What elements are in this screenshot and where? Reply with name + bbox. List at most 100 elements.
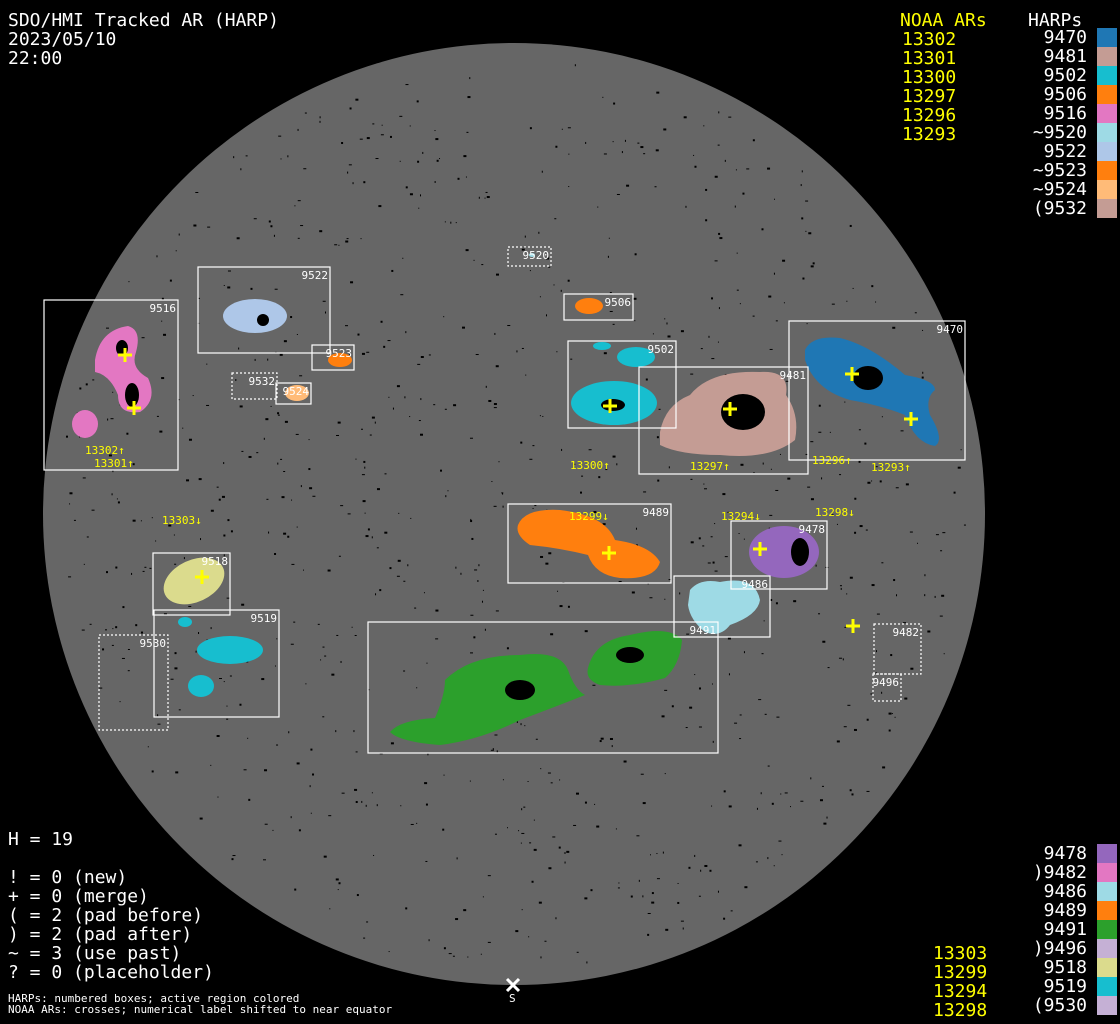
- harp-number: (9530: [1032, 995, 1087, 1016]
- harp-legend-item: 9481: [1044, 47, 1117, 66]
- harp-box-9518: [152, 552, 231, 616]
- noaa-ar-number: 13300: [902, 67, 957, 88]
- noaa-ar-number: 13294: [933, 981, 988, 1002]
- region-9470: [805, 337, 939, 446]
- region-9502b: [617, 347, 655, 367]
- harp-box-label: 9491: [690, 624, 717, 637]
- sun-disk: [43, 43, 985, 985]
- harp-box-label: 9489: [643, 506, 670, 519]
- harp-legend-item: 9516: [1044, 104, 1117, 123]
- harp-number: 9481: [1043, 46, 1087, 67]
- harp-color-swatch: [1097, 958, 1117, 977]
- harp-box-label: 9524: [283, 385, 310, 398]
- harp-color-swatch: [1097, 85, 1117, 104]
- noaa-cross-icon: [127, 401, 141, 415]
- region-9516b: [72, 410, 98, 438]
- noaa-cross-icon: [195, 570, 209, 584]
- noaa-crosses: [118, 348, 918, 633]
- noaa-ar-number: 13303: [933, 943, 988, 964]
- harp-box-label: 9516: [150, 302, 177, 315]
- region-9486: [688, 580, 760, 634]
- noaa-ar-number: 13296: [902, 105, 957, 126]
- harp-color-swatch: [1097, 199, 1117, 218]
- harp-color-swatch: [1097, 996, 1117, 1015]
- harp-color-swatch: [1097, 939, 1117, 958]
- noaa-ar-number: 13293: [902, 124, 957, 145]
- noaa-label: 13298↓: [815, 506, 855, 519]
- region-9519b: [188, 675, 214, 697]
- harp-boxes: 9516952295239532952495209506950294819470…: [43, 246, 966, 754]
- harp-legend-item: ~9524: [1033, 180, 1117, 199]
- harp-box-label: 9481: [780, 369, 807, 382]
- noaa-ar-number: 13299: [933, 962, 988, 983]
- harp-heading: HARPs: [1028, 10, 1083, 31]
- harp-legend-item: 9506: [1044, 85, 1117, 104]
- harp-number: )9482: [1032, 862, 1087, 883]
- harp-color-swatch: [1097, 882, 1117, 901]
- status-count-line: ~ = 3 (use past): [8, 943, 182, 964]
- harp-box-label: 9502: [648, 343, 675, 356]
- harp-legend-item: 9486: [1044, 882, 1117, 901]
- noaa-cross-icon: [603, 399, 617, 413]
- status-count-line: ! = 0 (new): [8, 867, 128, 888]
- time: 22:00: [8, 48, 63, 69]
- noaa-label: 13294↓: [721, 510, 761, 523]
- harp-box-9478: [730, 520, 828, 590]
- footnote-noaa: NOAA ARs: crosses; numerical label shift…: [8, 1003, 393, 1016]
- noaa-cross-icon: [845, 367, 859, 381]
- harp-count: H = 19: [8, 829, 74, 850]
- magnetic-specks: [65, 64, 966, 964]
- noaa-label: 13296↑: [812, 454, 852, 467]
- region-9491: [390, 654, 585, 745]
- harp-box-label: 9506: [605, 296, 632, 309]
- harp-box-9519: [153, 609, 280, 718]
- harp-color-swatch: [1097, 104, 1117, 123]
- harp-color-swatch: [1097, 28, 1117, 47]
- harp-box-label: 9486: [742, 578, 769, 591]
- harp-color-swatch: [1097, 863, 1117, 882]
- harp-legend-item: )9482: [1033, 863, 1117, 882]
- harp-number: ~9524: [1032, 179, 1087, 200]
- harp-box-9523: [311, 344, 355, 371]
- harp-color-swatch: [1097, 180, 1117, 199]
- harp-number: 9491: [1043, 919, 1087, 940]
- harp-box-label: 9522: [302, 269, 329, 282]
- harp-box-9489: [507, 503, 672, 584]
- harp-box-9470: [788, 320, 966, 461]
- harp-box-9502: [567, 340, 677, 429]
- harp-box-label: 9520: [523, 249, 550, 262]
- noaa-label: 13293↑: [871, 461, 911, 474]
- noaa-ar-number: 13297: [902, 86, 957, 107]
- harp-box-label: 9470: [937, 323, 964, 336]
- region-9520: [529, 253, 535, 257]
- noaa-label: 13301↑: [94, 457, 134, 470]
- noaa-cross-icon: [723, 402, 737, 416]
- harp-number: 9486: [1043, 881, 1087, 902]
- harp-box-label: 9530: [140, 637, 167, 650]
- harp-box-9532: [231, 372, 278, 400]
- region-9506: [575, 298, 603, 314]
- harp-box-9524: [275, 382, 312, 405]
- harp-legend-item: (9530: [1033, 996, 1117, 1015]
- noaa-label: 13302↑: [85, 444, 125, 457]
- noaa-cross-icon: [904, 412, 918, 426]
- noaa-labels: 13302↑13301↑13300↑13297↑13296↑13293↑1330…: [85, 444, 911, 527]
- harp-box-9491: [367, 621, 719, 754]
- harp-color-swatch: [1097, 47, 1117, 66]
- region-9502c: [593, 342, 611, 350]
- noaa-label: 13299↓: [569, 510, 609, 523]
- region-9519: [197, 636, 263, 664]
- harp-number: 9489: [1043, 900, 1087, 921]
- harp-box-label: 9523: [326, 347, 353, 360]
- noaa-cross-icon: [118, 348, 132, 362]
- harp-color-swatch: [1097, 142, 1117, 161]
- title: SDO/HMI Tracked AR (HARP): [8, 10, 279, 31]
- region-9519c: [178, 617, 192, 627]
- harp-legend-item: ~9520: [1033, 123, 1117, 142]
- harp-box-9496: [872, 673, 902, 702]
- harp-legend-item: 9470: [1044, 28, 1117, 47]
- harp-number: 9516: [1043, 103, 1087, 124]
- harp-legend-item: 9519: [1044, 977, 1117, 996]
- footnote-harps: HARPs: numbered boxes; active region col…: [8, 992, 300, 1005]
- harp-color-swatch: [1097, 844, 1117, 863]
